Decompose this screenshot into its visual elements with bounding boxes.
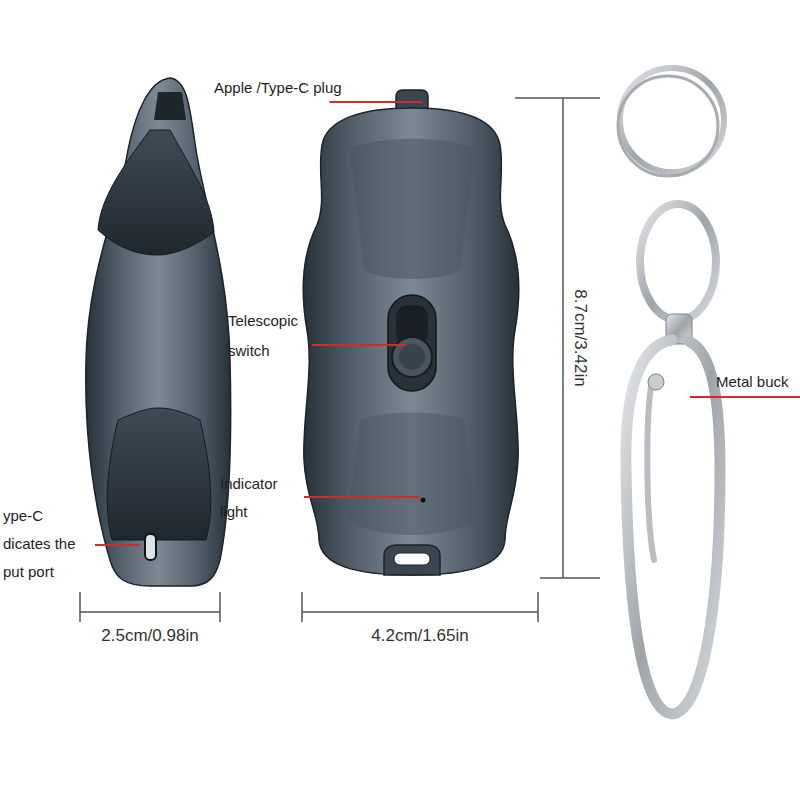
side-tip bbox=[154, 92, 186, 120]
front-body bbox=[303, 108, 519, 575]
side-view bbox=[86, 78, 231, 586]
part-label: Metal buck bbox=[716, 372, 789, 392]
type-c-port bbox=[145, 534, 156, 560]
switch-button-inner bbox=[399, 344, 425, 370]
switch-slot bbox=[388, 295, 436, 391]
d-ring bbox=[640, 204, 716, 320]
dimension-lines bbox=[80, 98, 600, 622]
dimension-label: 2.5cm/0.98in bbox=[101, 626, 198, 646]
key-loop bbox=[384, 545, 440, 575]
key-loop-hole bbox=[394, 553, 430, 565]
side-hood-bottom bbox=[107, 408, 211, 540]
dim-tick bbox=[219, 592, 221, 622]
dim-tick bbox=[301, 592, 303, 622]
split-ring-inner bbox=[618, 76, 718, 176]
leader-lines bbox=[95, 102, 800, 545]
dimension-label: 8.7cm/3.42in bbox=[570, 289, 590, 386]
dim-tick bbox=[515, 97, 600, 99]
leader-line bbox=[95, 544, 140, 546]
part-label: Apple /Type-C plug bbox=[214, 78, 342, 98]
dim-tick bbox=[79, 592, 81, 622]
dimension-label: 4.2cm/1.65in bbox=[371, 626, 468, 646]
side-hood-top bbox=[98, 130, 214, 255]
switch-button bbox=[392, 337, 432, 377]
dim-line bbox=[80, 611, 220, 613]
indicator-dot bbox=[421, 498, 426, 503]
clasp-gate bbox=[647, 380, 654, 560]
front-hood bbox=[350, 139, 475, 279]
clasp-pin bbox=[648, 374, 664, 390]
dim-tick bbox=[540, 577, 600, 579]
front-rear bbox=[348, 413, 476, 536]
part-label: Indicator light bbox=[220, 470, 300, 526]
dim-line bbox=[562, 98, 564, 578]
leader-line bbox=[690, 396, 800, 398]
leader-line bbox=[304, 496, 420, 498]
keyring bbox=[618, 68, 724, 714]
leader-line bbox=[330, 101, 422, 103]
side-body bbox=[86, 78, 231, 586]
part-label: ype-C dicates the put port bbox=[3, 502, 91, 586]
part-label: Telescopic switch bbox=[228, 306, 308, 366]
leader-line bbox=[312, 344, 406, 346]
front-view bbox=[303, 90, 519, 575]
dim-tick bbox=[537, 592, 539, 622]
dim-line bbox=[302, 611, 538, 613]
